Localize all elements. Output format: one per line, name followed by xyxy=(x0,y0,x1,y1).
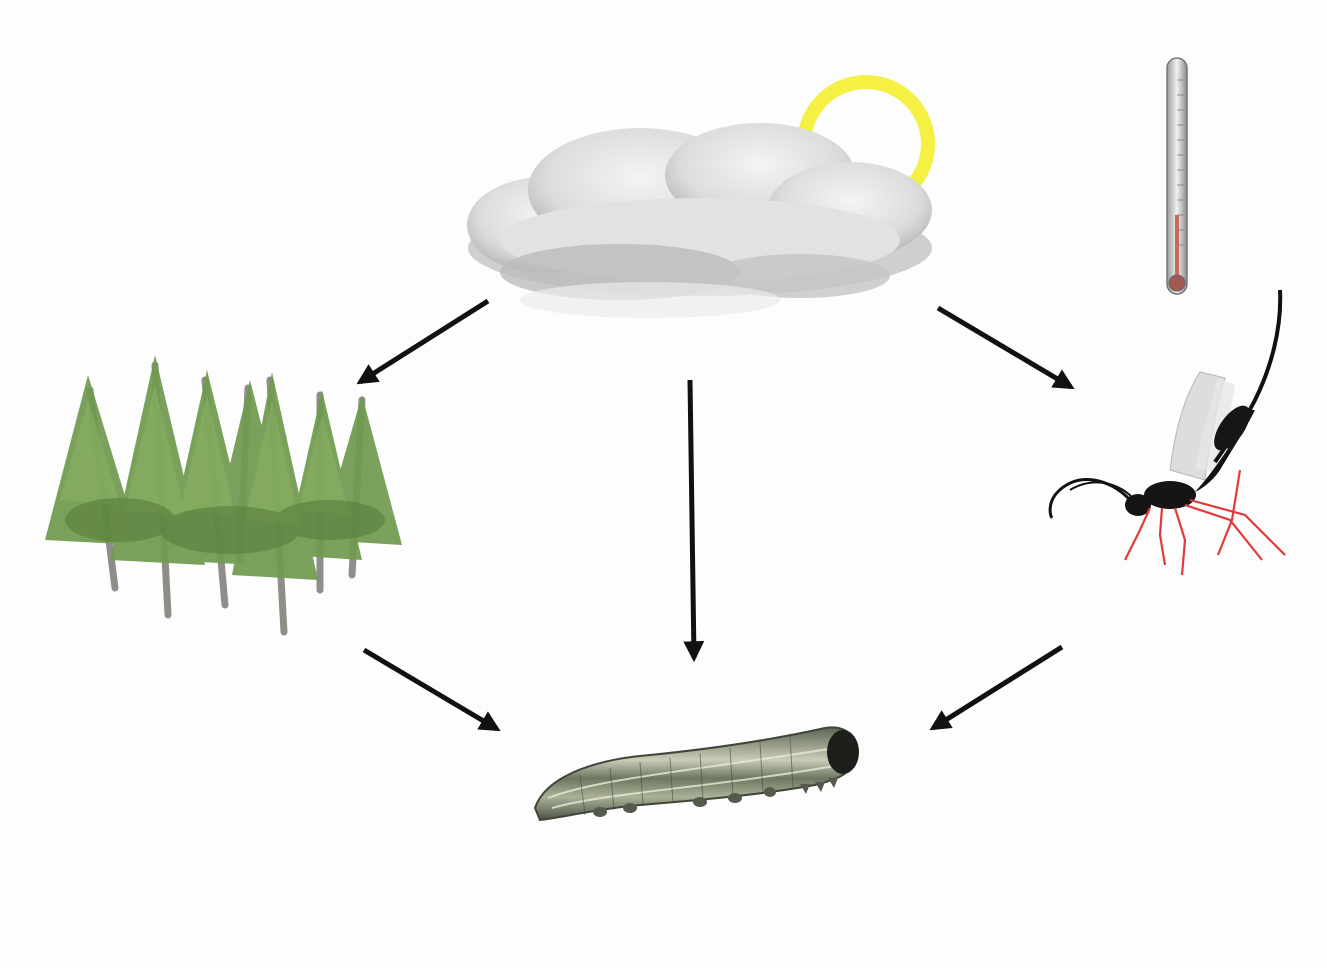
conifer-forest-icon xyxy=(45,355,402,632)
arrow-weather-to-larva xyxy=(690,380,694,658)
arrow-forest-to-larva xyxy=(364,650,497,729)
parasitoid-wasp-icon xyxy=(1050,290,1285,575)
arrow-weather-to-parasitoid xyxy=(938,308,1071,387)
arrow-parasitoid-to-larva xyxy=(933,647,1062,728)
arrows xyxy=(360,301,1071,729)
cloud-icon xyxy=(467,123,932,318)
thermometer-icon xyxy=(1167,58,1187,294)
caterpillar-icon xyxy=(535,727,859,820)
arrow-weather-to-forest xyxy=(360,301,488,382)
cloud-sun-icon xyxy=(467,82,932,318)
